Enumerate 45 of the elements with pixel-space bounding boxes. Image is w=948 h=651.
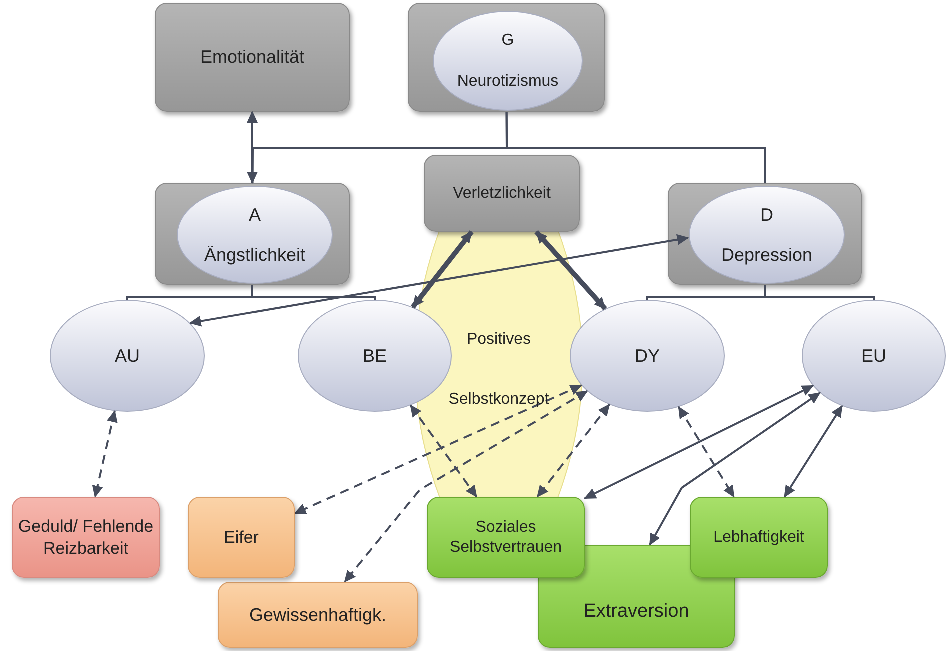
connector-line — [506, 112, 766, 183]
category-box — [155, 3, 350, 112]
node-label: Depression — [720, 244, 814, 267]
arrow — [294, 384, 583, 515]
category-box — [424, 155, 580, 232]
node-label: Emotionalität — [199, 46, 306, 69]
arrow — [189, 234, 690, 327]
category-box — [408, 3, 605, 112]
node-label: BE — [362, 344, 388, 368]
connector-line — [764, 285, 875, 300]
arrow — [678, 406, 735, 498]
arrow — [534, 230, 608, 311]
arrow — [92, 410, 118, 498]
node-label: Neurotizismus — [456, 72, 560, 92]
category-box — [155, 183, 350, 285]
node-label: D — [760, 204, 774, 226]
node-label: Eifer — [223, 526, 260, 549]
arrow — [584, 385, 814, 500]
category-box — [12, 497, 160, 578]
arrow — [411, 230, 474, 309]
node-label: DY — [634, 344, 661, 368]
arrow — [536, 404, 610, 498]
arrow — [784, 405, 844, 498]
arrow — [247, 111, 258, 184]
node-label: G — [500, 30, 516, 50]
arrow — [649, 392, 821, 546]
connector-line — [251, 285, 376, 300]
node-label: Verletzlichkeit — [452, 184, 552, 204]
node-label: Ängstlichkeit — [203, 244, 307, 267]
category-box — [427, 497, 585, 578]
node-label: AU — [114, 344, 141, 368]
category-box — [188, 497, 295, 578]
node-label: Gewissenhaftigk. — [248, 604, 388, 627]
arrow — [344, 390, 588, 583]
node-label: Lebhaftigkeit — [712, 528, 806, 548]
node-label: A — [248, 204, 262, 226]
category-box — [690, 497, 828, 578]
node-label: Extraversion — [582, 600, 690, 624]
category-box — [218, 582, 418, 648]
node-label: Geduld/ Fehlende Reizbarkeit — [17, 516, 155, 559]
node-label: Soziales Selbstvertrauen — [448, 518, 564, 558]
category-box — [668, 183, 862, 285]
arrow — [410, 404, 478, 498]
band-label: Positives Selbstkonzept — [448, 330, 550, 410]
node-label: EU — [860, 344, 888, 368]
